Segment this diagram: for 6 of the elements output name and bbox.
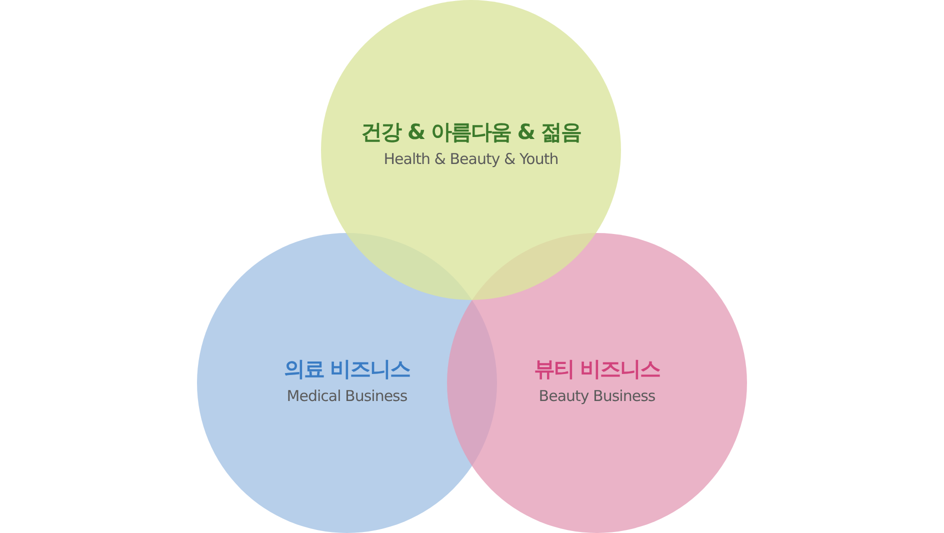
circle-subtitle: Health & Beauty & Youth <box>384 150 558 168</box>
circle-title: 의료 비즈니스 <box>284 356 410 383</box>
circle-title: 건강 & 아름다움 & 젊음 <box>361 119 581 146</box>
circle-subtitle: Beauty Business <box>538 387 656 405</box>
circle-title: 뷰티 비즈니스 <box>534 356 660 383</box>
circle-subtitle: Medical Business <box>286 387 408 405</box>
